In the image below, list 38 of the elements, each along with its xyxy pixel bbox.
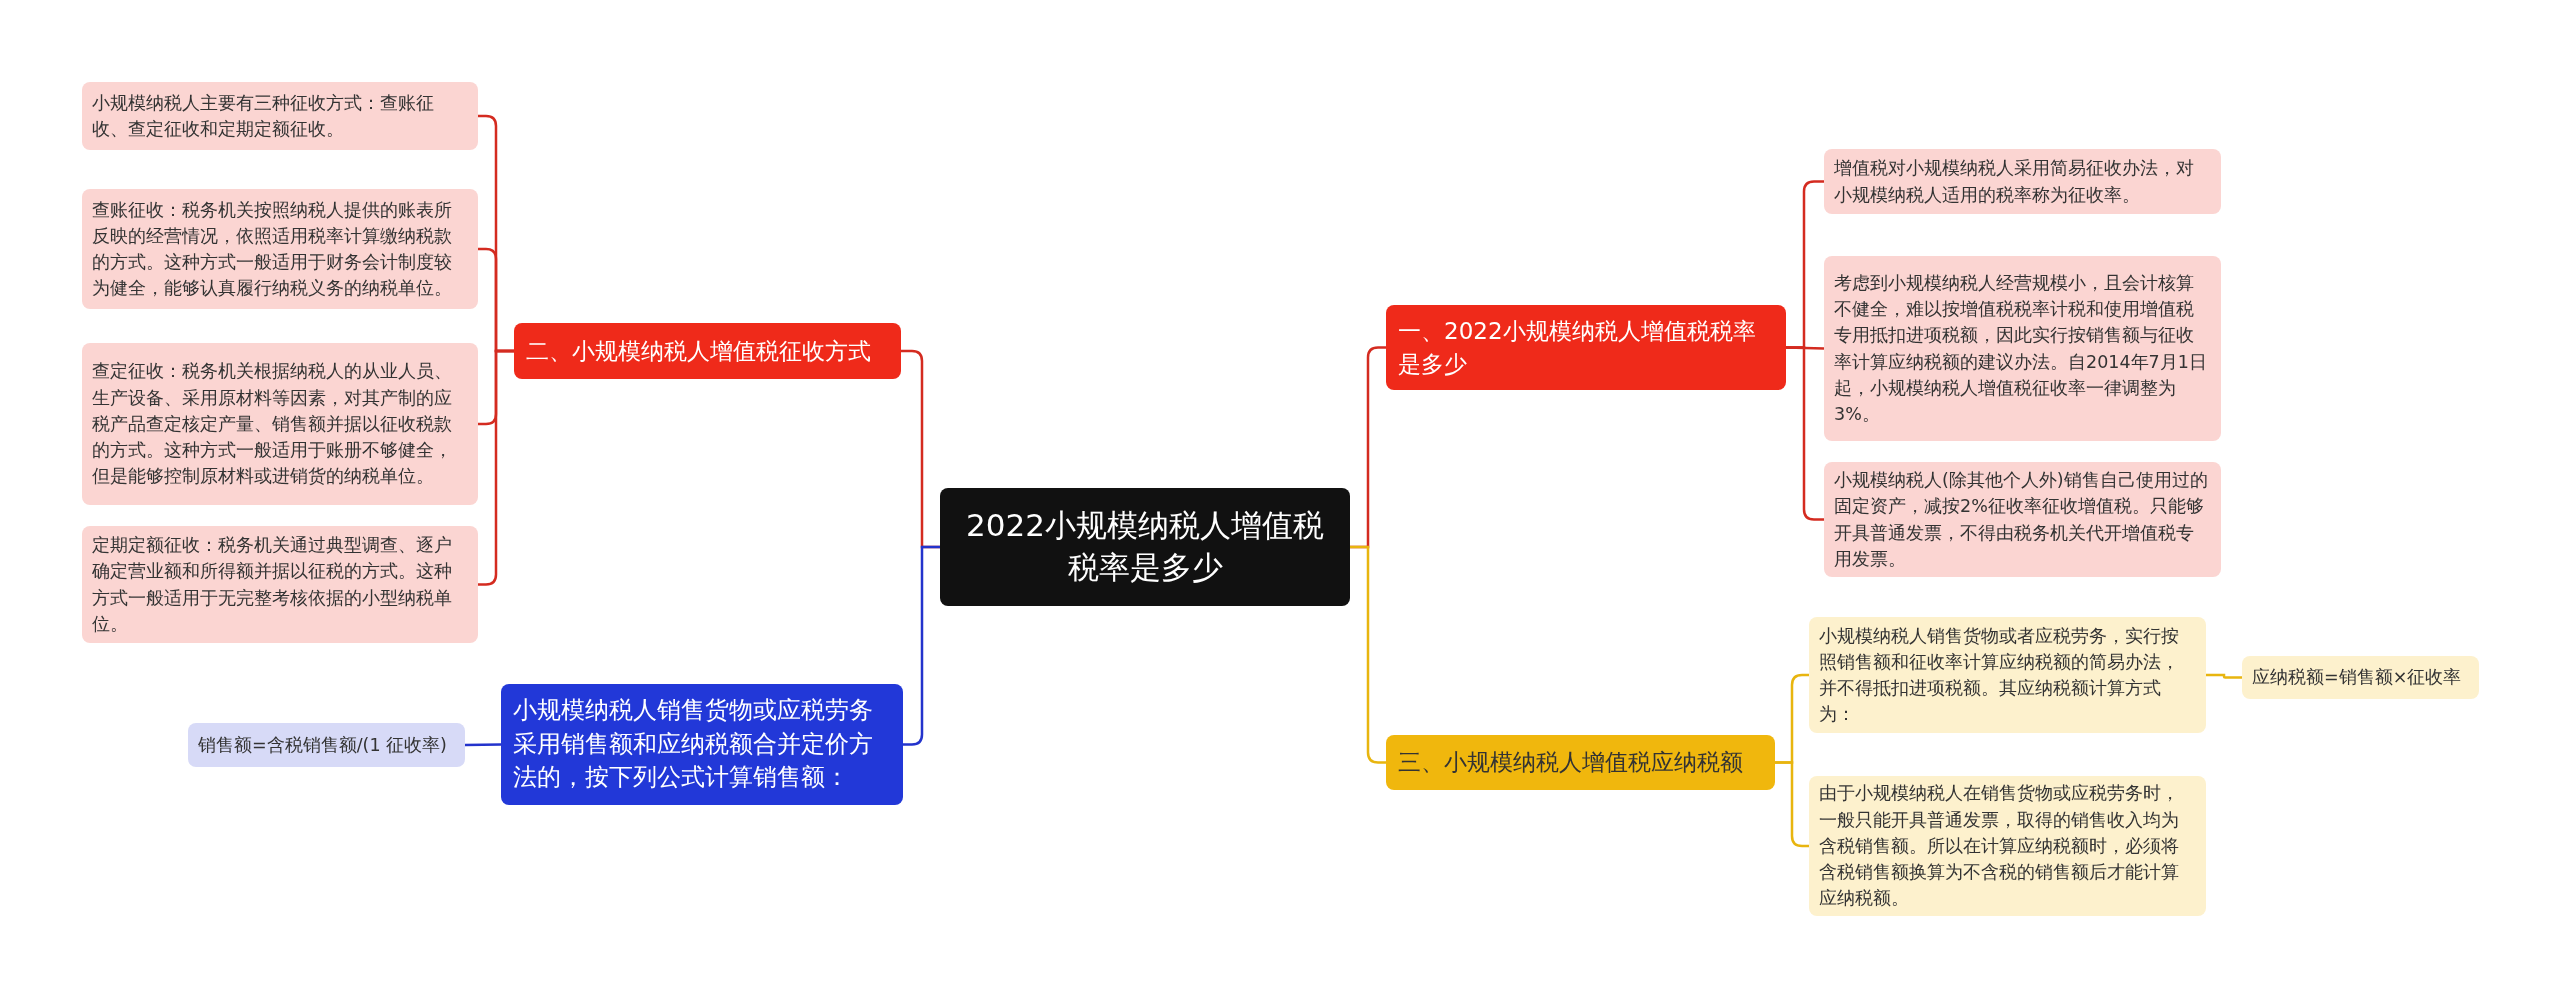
topic-text: 2022小规模纳税人增值税税率是多少 <box>965 506 1325 587</box>
branch-box <box>1386 305 1786 390</box>
connector-line <box>465 743 501 747</box>
topic-text: 小规模纳税人销售货物或应税劳务采用销售额和应纳税额合并定价方法的，按下列公式计算销售额： <box>513 695 874 794</box>
central-topic-box <box>940 488 1350 606</box>
connector-line <box>2206 673 2242 679</box>
topic-text: 查定征收：税务机关根据纳税人的从业人员、生产设备、采用原材料等因素，对其产制的应税产品查定核定产量、销售额并据以征收税款的方式。这种方式一般适用于账册不够健全，但是能够控制原材料或进销货的纳税单位。 <box>92 360 453 489</box>
topic-text: 销售额=含税销售额/(1 征收率) <box>198 733 447 757</box>
topic-text: 考虑到小规模纳税人经营规模小，且会计核算不健全，难以按增值税税率计税和使用增值税专用抵扣进项税额，因此实行按销售额与征收率计算应纳税额的建议办法。自2014年7月1日起，小规模纳税人增值税征收率一律调整为3%。 <box>1834 271 2208 426</box>
topic-text: 定期定额征收：税务机关通过典型调查、逐户确定营业额和所得额并据以征税的方式。这种方式一般适用于无完整考核依据的小型纳税单位。 <box>92 534 453 636</box>
topic-box <box>82 82 478 150</box>
topic-text: 增值税对小规模纳税人采用简易征收办法，对小规模纳税人适用的税率称为征收率。 <box>1834 157 2195 207</box>
topic-text: 二、小规模纳税人增值税征收方式 <box>526 336 871 366</box>
branch-box <box>501 684 903 805</box>
topic-box <box>1824 462 2221 577</box>
topic-box <box>1809 617 2206 733</box>
connector-line <box>1350 545 1386 764</box>
topic-box <box>82 343 478 505</box>
branch-box <box>514 323 901 379</box>
topic-box <box>1824 256 2221 441</box>
topic-box <box>1824 149 2221 214</box>
connector-line <box>903 545 940 746</box>
connector-line <box>478 349 514 586</box>
topic-box <box>188 723 465 767</box>
topic-text: 三、小规模纳税人增值税应纳税额 <box>1398 748 1743 778</box>
connector-line <box>1786 346 1824 521</box>
topic-text: 小规模纳税人主要有三种征收方式：查账征收、查定征收和定期定额征收。 <box>92 91 435 141</box>
topic-text: 查账征收：税务机关按照纳税人提供的账表所反映的经营情况，依照适用税率计算缴纳税款的方式。这种方式一般适用于财务会计制度较为健全，能够认真履行纳税义务的纳税单位。 <box>92 198 453 301</box>
topic-text: 由于小规模纳税人在销售货物或应税劳务时，一般只能开具普通发票，取得的销售收入均为含税销售额。所以在计算应纳税额时，必须将含税销售额换算为不含税的销售额后才能计算应纳税额。 <box>1819 782 2180 911</box>
topic-box <box>2242 656 2479 699</box>
topic-text: 一、2022小规模纳税人增值税税率是多少 <box>1398 317 1757 379</box>
topic-text: 小规模纳税人(除其他个人外)销售自己使用过的固定资产，减按2%征收率征收增值税。只能够开具普通发票，不得由税务机关代开增值税专用发票。 <box>1834 469 2209 571</box>
topic-box <box>82 189 478 309</box>
topic-text: 小规模纳税人销售货物或者应税劳务，实行按照销售额和征收率计算应纳税额的简易办法，并不得抵扣进项税额。其应纳税额计算方式为： <box>1819 624 2180 727</box>
topic-text: 应纳税额=销售额×征收率 <box>2252 666 2462 690</box>
branch-box <box>1386 735 1775 790</box>
topic-box <box>1809 776 2206 916</box>
topic-box <box>82 526 478 643</box>
